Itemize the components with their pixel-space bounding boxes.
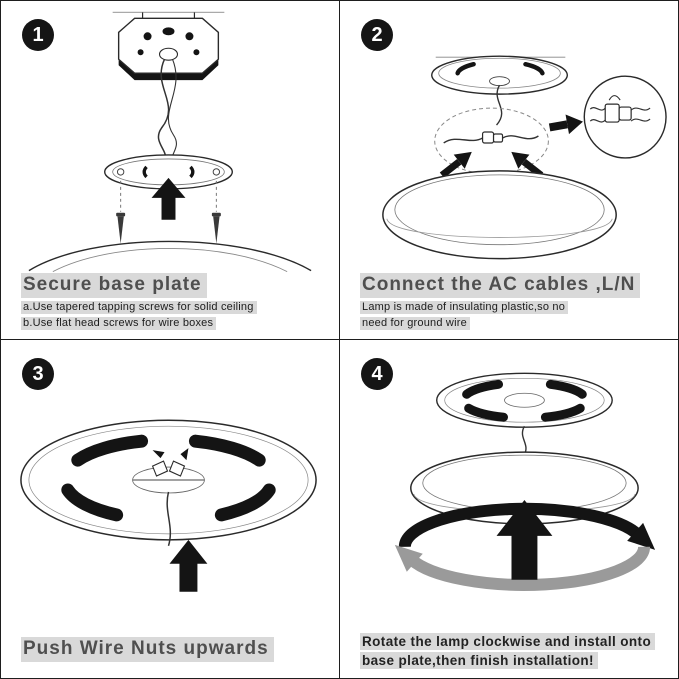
wire-nuts-icon [151, 448, 189, 477]
step-2-caption: Connect the AC cables ,L/N Lamp is made … [360, 273, 641, 330]
arrow-up-icon [496, 499, 553, 580]
zoom-arrow-icon [548, 114, 583, 135]
step-2-note-line1: Lamp is made of insulating plastic,so no [360, 301, 569, 314]
rotate-arrow-black-icon [398, 502, 656, 550]
rotate-arrow-gray-icon [394, 544, 651, 591]
panel-step-2: 2 [340, 1, 678, 339]
step-1-note-a: a.Use tapered tapping screws for solid c… [21, 301, 257, 314]
lamp-dome-arc-icon [28, 240, 312, 273]
step-1-note-b: b.Use flat head screws for wire boxes [21, 317, 217, 330]
base-plate-icon [103, 154, 234, 190]
step-3-badge: 3 [22, 358, 54, 390]
step-4-illustration [394, 372, 656, 591]
lamp-icon [410, 451, 639, 525]
base-plate-icon [436, 372, 613, 428]
panel-step-3: 3 Push Wire Nuts upwards [1, 340, 339, 678]
step-2-illustration [382, 55, 667, 260]
step-1-illustration [28, 11, 312, 273]
step-4-badge: 4 [361, 358, 393, 390]
ac-connector-icon [443, 131, 539, 144]
step-4-title-line2: base plate,then finish installation! [360, 652, 598, 669]
screw-right-icon [211, 212, 221, 244]
step-4-title-line1: Rotate the lamp clockwise and install on… [360, 633, 656, 650]
drop-wire-icon [166, 491, 172, 547]
step-1-badge: 1 [22, 19, 54, 51]
connector-detail-circle-icon [583, 75, 667, 159]
step-2-title: Connect the AC cables ,L/N [360, 273, 641, 298]
step-3-title: Push Wire Nuts upwards [21, 637, 274, 662]
panel-step-4: 4 [340, 340, 678, 678]
screw-left-icon [116, 212, 126, 244]
arrow-up-icon [151, 177, 186, 220]
junction-box-icon [117, 12, 220, 81]
press-arrow-left-icon [439, 151, 472, 178]
step-1-title: Secure base plate [21, 273, 207, 298]
step-1-caption: Secure base plate a.Use tapered tapping … [21, 273, 257, 330]
step-2-badge: 2 [361, 19, 393, 51]
step-2-note-line2: need for ground wire [360, 317, 470, 330]
step-3-caption: Push Wire Nuts upwards [21, 637, 274, 662]
drop-wire-icon [495, 84, 503, 126]
step-3-illustration [20, 419, 317, 592]
lamp-icon [382, 170, 617, 260]
panel-step-1: 1 [1, 1, 339, 339]
arrow-up-icon [169, 539, 208, 592]
hanging-wires-icon [157, 58, 177, 161]
step-4-caption: Rotate the lamp clockwise and install on… [360, 633, 656, 669]
base-plate-underside-icon [20, 419, 317, 541]
screw-guide-dashes [120, 180, 217, 212]
mounted-base-plate-icon [431, 55, 569, 95]
